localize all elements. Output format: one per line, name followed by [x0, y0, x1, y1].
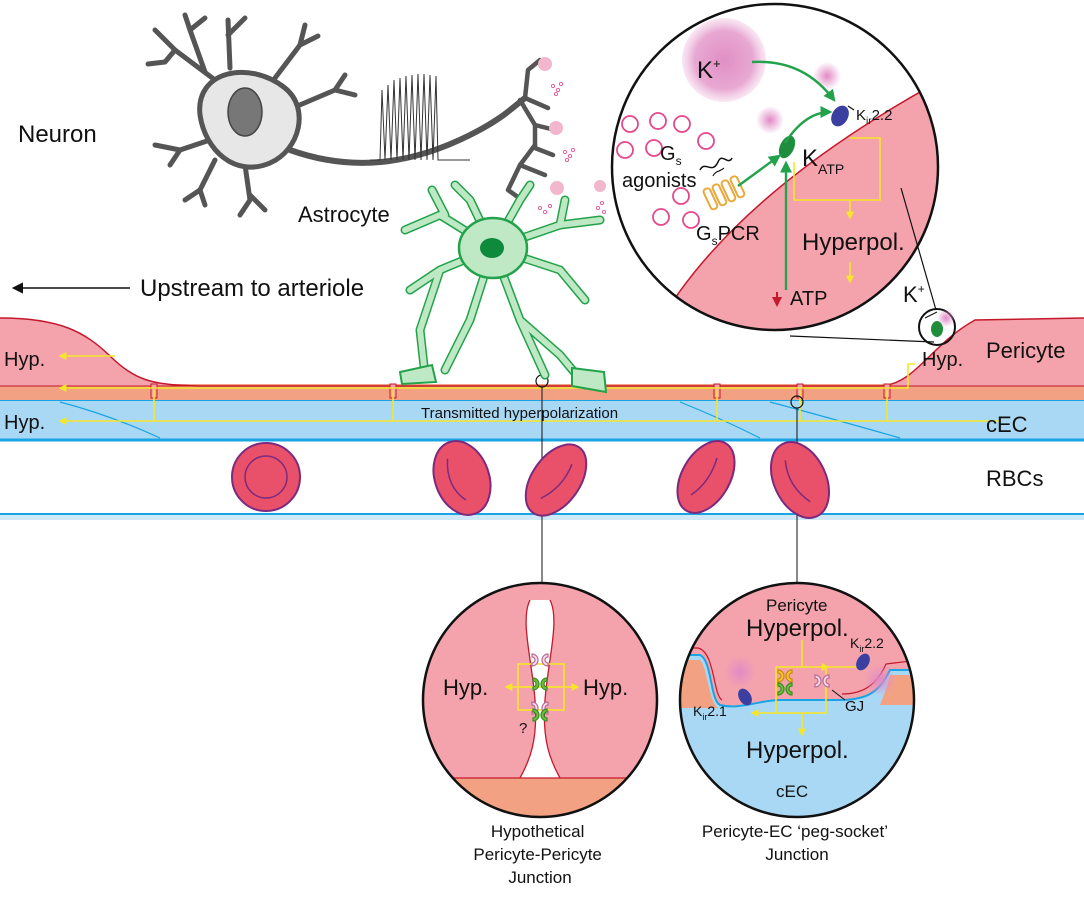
transmitted-hyperpolarization-label: Transmitted hyperpolarization — [421, 405, 618, 422]
caption-left: Hypothetical Pericyte-Pericyte Junction — [473, 822, 606, 887]
kir21-zoom-label: Kir2.1 — [693, 703, 727, 722]
question-mark: ? — [519, 720, 527, 737]
rbc — [524, 443, 588, 517]
hyperpol-cec-label: Hyperpol. — [746, 737, 849, 764]
pericyte-zoom-label: Pericyte — [766, 596, 827, 615]
zoom-panel-potassium-channels — [610, 2, 940, 332]
k-plus-callout-label: K+ — [903, 282, 925, 307]
rbc — [231, 442, 301, 512]
hyp-junction-right: Hyp. — [583, 675, 628, 700]
k-plus-label: K+ — [697, 56, 721, 84]
hyp-left-cec: Hyp. — [4, 412, 45, 434]
rbc — [676, 440, 736, 514]
cec-zoom-label: cEC — [776, 782, 808, 801]
hyp-right-pericyte: Hyp. — [922, 349, 963, 371]
hyp-left-pericyte: Hyp. — [4, 349, 45, 371]
zoom-panel-pericyte-pericyte-junction — [421, 581, 659, 819]
kir22-zoom-label: Kir2.2 — [850, 635, 884, 654]
g-label: Gs — [660, 143, 682, 168]
hyp-junction-left: Hyp. — [443, 675, 488, 700]
neuron-label: Neuron — [18, 121, 97, 148]
astrocyte — [398, 180, 608, 394]
atp-label: ATP — [790, 288, 827, 310]
zoom-panel-peg-socket-junction — [678, 581, 916, 819]
katp-label: KATP — [802, 145, 844, 177]
rbc — [432, 440, 492, 516]
rbcs-label: RBCs — [986, 466, 1043, 491]
pericyte-layer — [0, 317, 1084, 583]
neuron — [145, 12, 607, 218]
caption-right: Pericyte-EC ‘peg-socket’ Junction — [702, 822, 892, 864]
rbc — [769, 441, 831, 519]
red-blood-cells — [231, 440, 831, 519]
hyperpol-top-label: Hyperpol. — [802, 229, 905, 256]
gspcr-label: GsPCR — [696, 223, 760, 248]
cec-label: cEC — [986, 412, 1028, 437]
pericyte-label: Pericyte — [986, 338, 1065, 363]
agonists-label: agonists — [622, 170, 697, 192]
upstream-label: Upstream to arteriole — [140, 275, 364, 302]
gj-label: GJ — [845, 698, 864, 715]
kir22-top-label: Kir2.2 — [856, 107, 892, 127]
labels: Neuron Astrocyte Upstream to arteriole P… — [4, 56, 1065, 887]
astrocyte-label: Astrocyte — [298, 202, 390, 227]
hyperpol-pericyte-label: Hyperpol. — [746, 615, 849, 642]
